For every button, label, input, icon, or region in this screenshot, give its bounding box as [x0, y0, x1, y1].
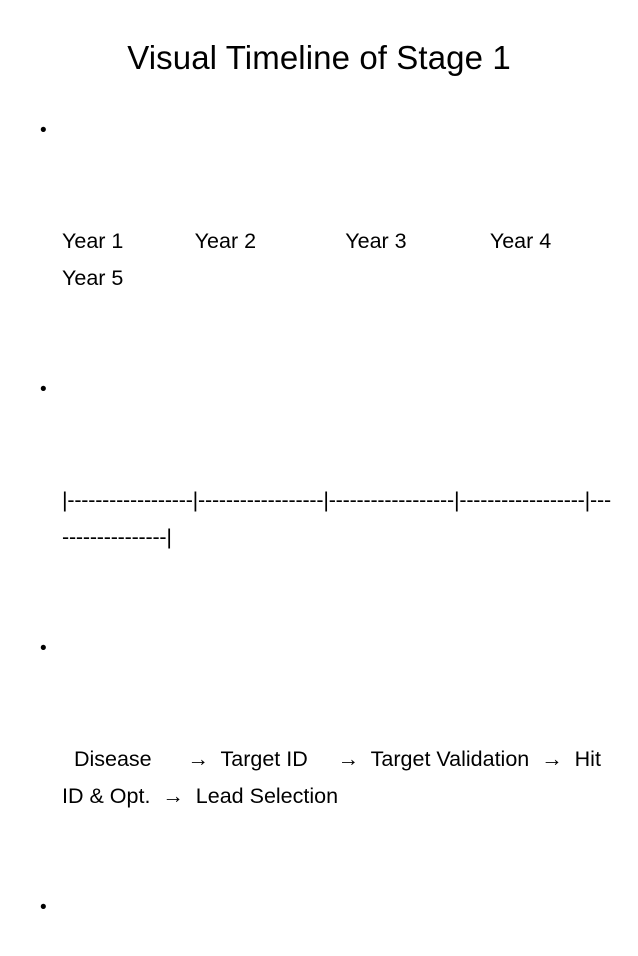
list-item: • Selection (e.g., gene) (in vitro/in vi… — [34, 889, 614, 956]
timeline-rule-row: |------------------|------------------|-… — [62, 488, 611, 549]
list-item: • Disease → Target ID → Target Validatio… — [34, 630, 614, 889]
list-item: • |------------------|------------------… — [34, 371, 614, 630]
bullet-point-icon: • — [40, 638, 47, 659]
slide-body: • Year 1 Year 2 Year 3 Year 4 Year 5 • |… — [34, 112, 614, 956]
slide-canvas: Visual Timeline of Stage 1 • Year 1 Year… — [40, 39, 612, 918]
list-item: • Year 1 Year 2 Year 3 Year 4 Year 5 — [34, 112, 614, 371]
bullet-point-icon: • — [40, 120, 47, 141]
bullet-point-icon: • — [40, 897, 47, 918]
bullet-point-icon: • — [40, 379, 47, 400]
stage-flow-row: Disease → Target ID → Target Validation … — [62, 747, 607, 808]
page-title: Visual Timeline of Stage 1 — [127, 39, 511, 76]
years-row: Year 1 Year 2 Year 3 Year 4 Year 5 — [62, 229, 629, 290]
